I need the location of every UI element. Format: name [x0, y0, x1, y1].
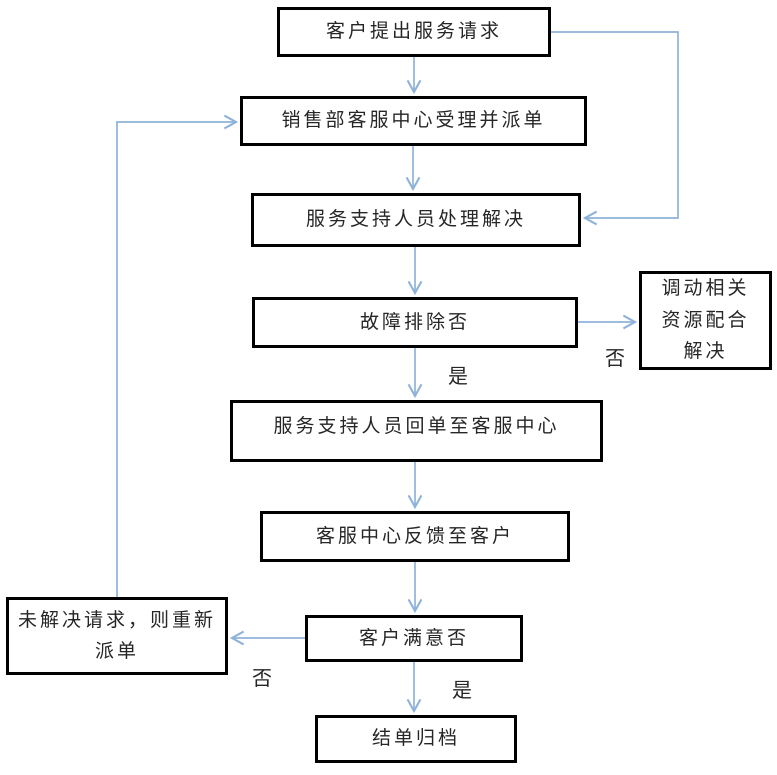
node-archive: 结单归档: [315, 715, 517, 763]
node-dispatch-label: 销售部客服中心受理并派单: [281, 109, 546, 132]
node-request-label: 客户提出服务请求: [325, 20, 502, 43]
node-redispatch-label: 未解决请求，则重新 派单: [17, 608, 216, 662]
node-satisfied-check-label: 客户满意否: [358, 626, 469, 649]
node-dispatch: 销售部客服中心受理并派单: [240, 96, 587, 146]
node-resources: 调动相关 资源配合 解决: [639, 271, 772, 370]
edge-label-satisfied-yes: 是: [452, 678, 474, 702]
node-handle: 服务支持人员处理解决: [251, 193, 581, 247]
edge-request-to-handle: [551, 31, 679, 226]
node-feedback: 客服中心反馈至客户: [260, 511, 570, 562]
edge-label-fault-no: 否: [605, 346, 627, 370]
node-archive-label: 结单归档: [371, 727, 460, 750]
node-fault-check: 故障排除否: [252, 297, 578, 348]
edge-redispatch-to-dispatch: [116, 114, 239, 597]
edge-label-fault-yes: 是: [448, 364, 470, 388]
node-resources-label: 调动相关 资源配合 解决: [661, 277, 750, 363]
node-request: 客户提出服务请求: [277, 7, 551, 57]
node-feedback-label: 客服中心反馈至客户: [315, 524, 514, 547]
node-redispatch: 未解决请求，则重新 派单: [6, 597, 228, 675]
node-satisfied-check: 客户满意否: [305, 615, 523, 662]
node-handle-label: 服务支持人员处理解决: [305, 208, 526, 231]
node-return-order: 服务支持人员回单至客服中心: [230, 400, 603, 462]
node-return-order-label: 服务支持人员回单至客服中心: [273, 415, 560, 437]
node-fault-check-label: 故障排除否: [359, 310, 470, 333]
edge-label-satisfied-no: 否: [252, 666, 274, 690]
